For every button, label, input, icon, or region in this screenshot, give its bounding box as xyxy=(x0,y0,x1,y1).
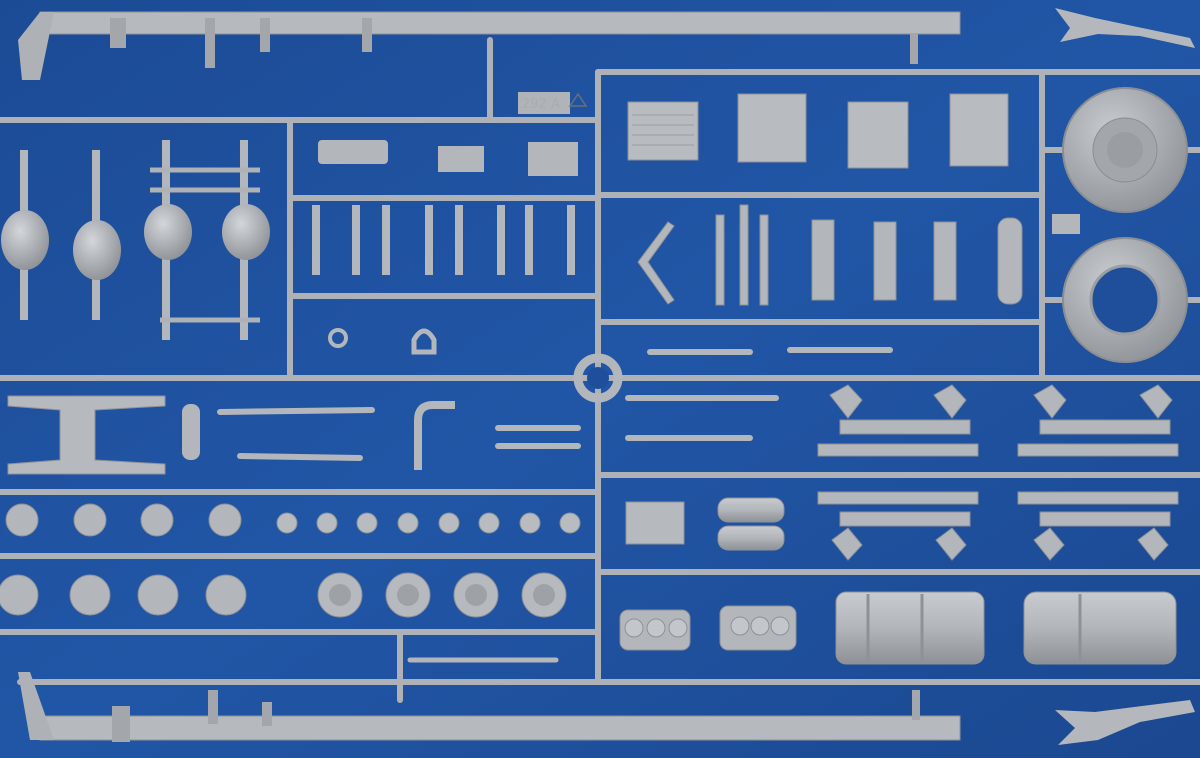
frame-components xyxy=(637,204,1023,306)
spare-tire-bottom xyxy=(1062,237,1188,363)
air-tanks xyxy=(717,497,785,551)
fuel-tank-right xyxy=(1023,591,1177,665)
bracket-top-right xyxy=(1055,8,1195,48)
transfer-cases xyxy=(619,605,797,651)
chassis-rail-top xyxy=(18,11,961,80)
fuel-tank-left xyxy=(835,591,985,665)
brake-drums xyxy=(317,572,567,618)
chassis-rail-bottom xyxy=(18,672,961,742)
spare-tire-top xyxy=(1062,87,1188,213)
drive-shafts xyxy=(217,347,893,461)
small-fitting xyxy=(1052,214,1080,234)
tool-boxes xyxy=(627,93,1009,169)
bracket-bottom-right xyxy=(1055,700,1195,745)
leaf-springs xyxy=(817,384,1179,561)
hub-caps xyxy=(276,512,581,534)
battery-box xyxy=(625,501,685,545)
air-cylinder-small xyxy=(182,404,200,460)
sprue-code-tag: 292 A xyxy=(518,92,588,114)
exhaust-pipe xyxy=(414,401,455,470)
sprue-hub xyxy=(573,353,623,403)
sprue-code-label: 292 A xyxy=(522,97,560,112)
suspension-links xyxy=(312,140,578,348)
tow-hook xyxy=(411,328,437,355)
wheel-hubs xyxy=(0,503,247,616)
cross-member xyxy=(7,395,166,475)
axle-housings xyxy=(1,140,270,340)
